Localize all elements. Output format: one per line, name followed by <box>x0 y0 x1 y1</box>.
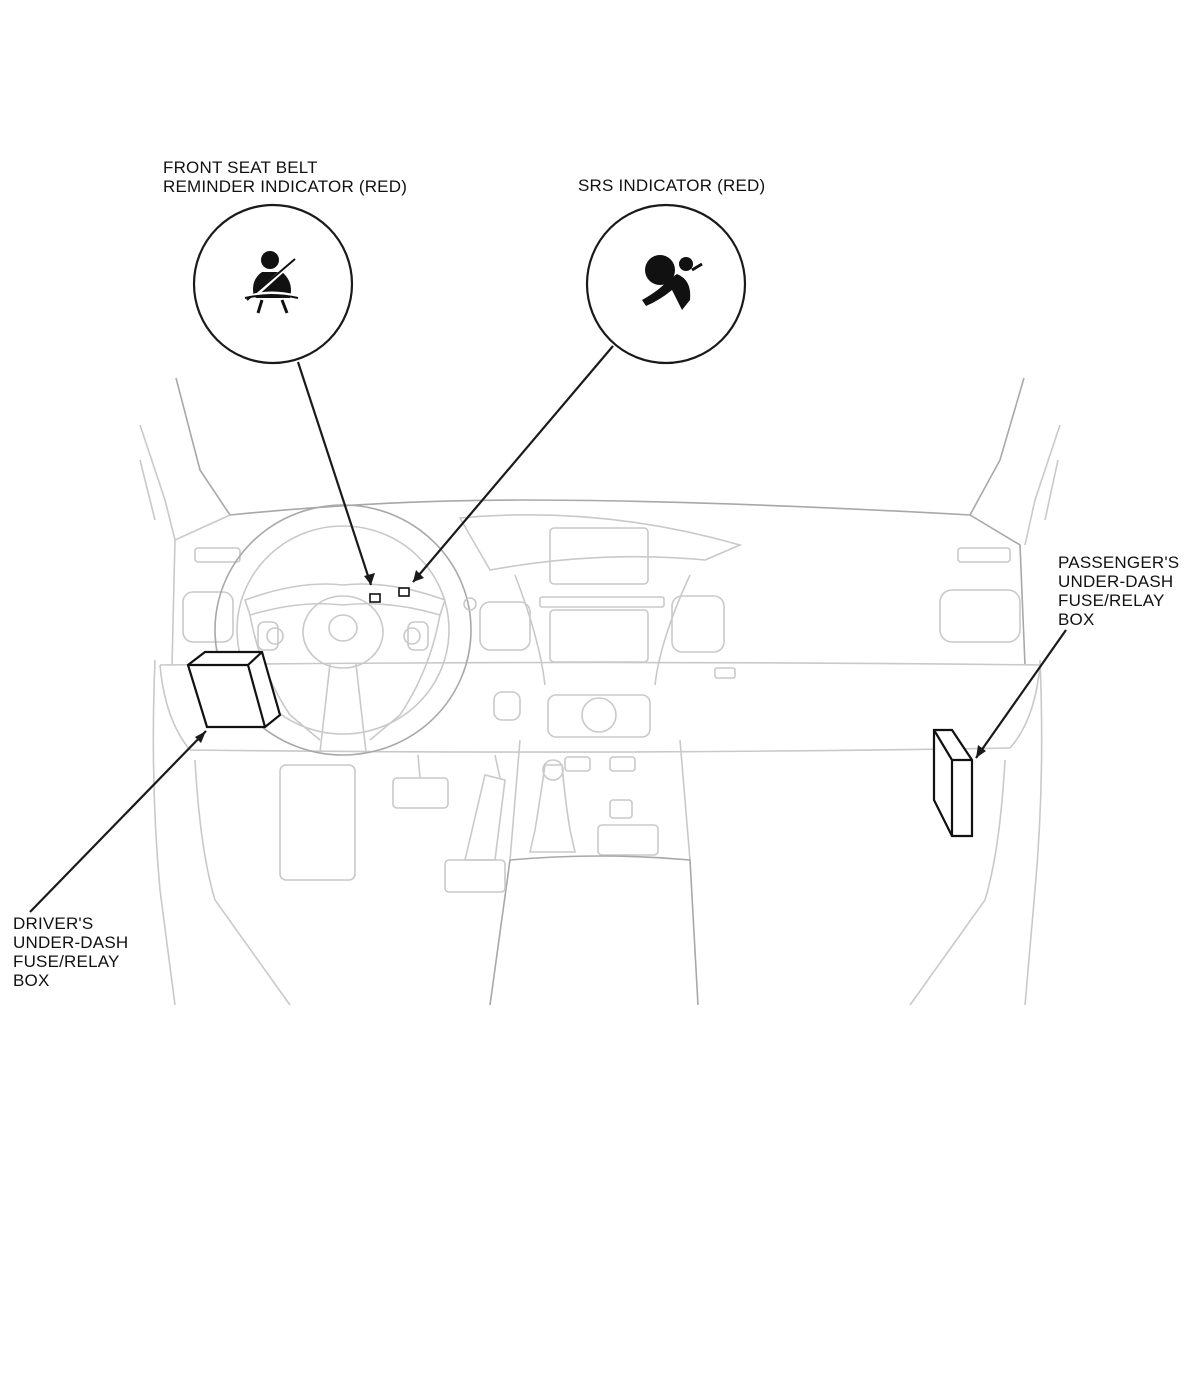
driver-label-line4: BOX <box>13 971 50 990</box>
driver-label-line1: DRIVER'S <box>13 914 94 933</box>
passenger-label-line3: FUSE/RELAY <box>1058 591 1165 610</box>
passenger-fuse-box <box>932 629 1067 838</box>
seatbelt-reminder-icon <box>244 251 299 314</box>
srs-callout <box>398 203 747 597</box>
seatbelt-indicator-circle <box>192 203 354 365</box>
srs-leader-line <box>412 345 614 583</box>
seatbelt-indicator-label: FRONT SEAT BELT REMINDER INDICATOR (RED) <box>163 158 407 196</box>
seatbelt-label-line1: FRONT SEAT BELT <box>163 158 318 177</box>
seatbelt-leader-line <box>296 361 373 586</box>
seatbelt-label-line2: REMINDER INDICATOR (RED) <box>163 177 408 196</box>
passenger-label-line2: UNDER-DASH <box>1058 572 1174 591</box>
driver-fuse-box <box>29 650 282 913</box>
passenger-fuse-box-label: PASSENGER'S UNDER-DASH FUSE/RELAY BOX <box>1058 553 1179 629</box>
seatbelt-callout <box>192 203 381 603</box>
passenger-label-line4: BOX <box>1058 610 1095 629</box>
driver-box-leader-line <box>29 730 207 913</box>
srs-indicator-label: SRS INDICATOR (RED) <box>578 176 765 195</box>
driver-label-line3: FUSE/RELAY <box>13 952 120 971</box>
seatbelt-indicator-marker <box>369 593 381 603</box>
passenger-box-leader-line <box>975 629 1067 759</box>
driver-fuse-box-label: DRIVER'S UNDER-DASH FUSE/RELAY BOX <box>13 914 128 990</box>
passenger-label-line1: PASSENGER'S <box>1058 553 1180 572</box>
srs-label-line1: SRS INDICATOR (RED) <box>578 176 766 195</box>
airbag-srs-icon <box>642 255 703 310</box>
srs-indicator-circle <box>585 203 747 365</box>
driver-label-line2: UNDER-DASH <box>13 933 129 952</box>
srs-indicator-marker <box>398 587 410 597</box>
vehicle-interior <box>139 377 1061 1006</box>
